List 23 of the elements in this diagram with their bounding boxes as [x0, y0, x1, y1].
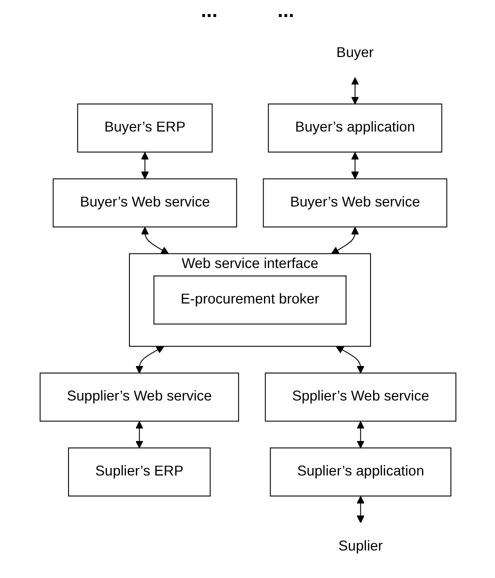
arrow	[140, 152, 148, 180]
arrow	[356, 496, 364, 524]
arrow	[350, 152, 358, 180]
node-box: Buyer’s Web service	[262, 178, 447, 228]
arrow	[356, 421, 364, 448]
node-box: Suplier’s ERP	[68, 447, 210, 496]
arrow	[140, 226, 168, 254]
node-box: Suplier’s application	[269, 447, 451, 496]
node-box: Buyer’s ERP	[76, 104, 212, 153]
node-box: E-procurement broker	[152, 276, 346, 324]
ellipsis-label: ...	[278, 0, 294, 22]
node-text: Suplier	[338, 538, 382, 554]
ellipsis-label: ...	[200, 0, 218, 22]
arrow	[350, 77, 358, 104]
node-box: Buyer’s application	[267, 104, 442, 153]
arrow	[134, 346, 164, 374]
node-text: Buyer	[336, 45, 374, 60]
arrow	[330, 226, 358, 254]
arrow	[134, 421, 143, 448]
node-box: Spplier’s Web service	[264, 372, 456, 422]
arrow	[335, 346, 364, 374]
node-box: Supplier’s Web service	[39, 372, 239, 422]
node-box: Buyer’s Web service	[52, 178, 237, 228]
